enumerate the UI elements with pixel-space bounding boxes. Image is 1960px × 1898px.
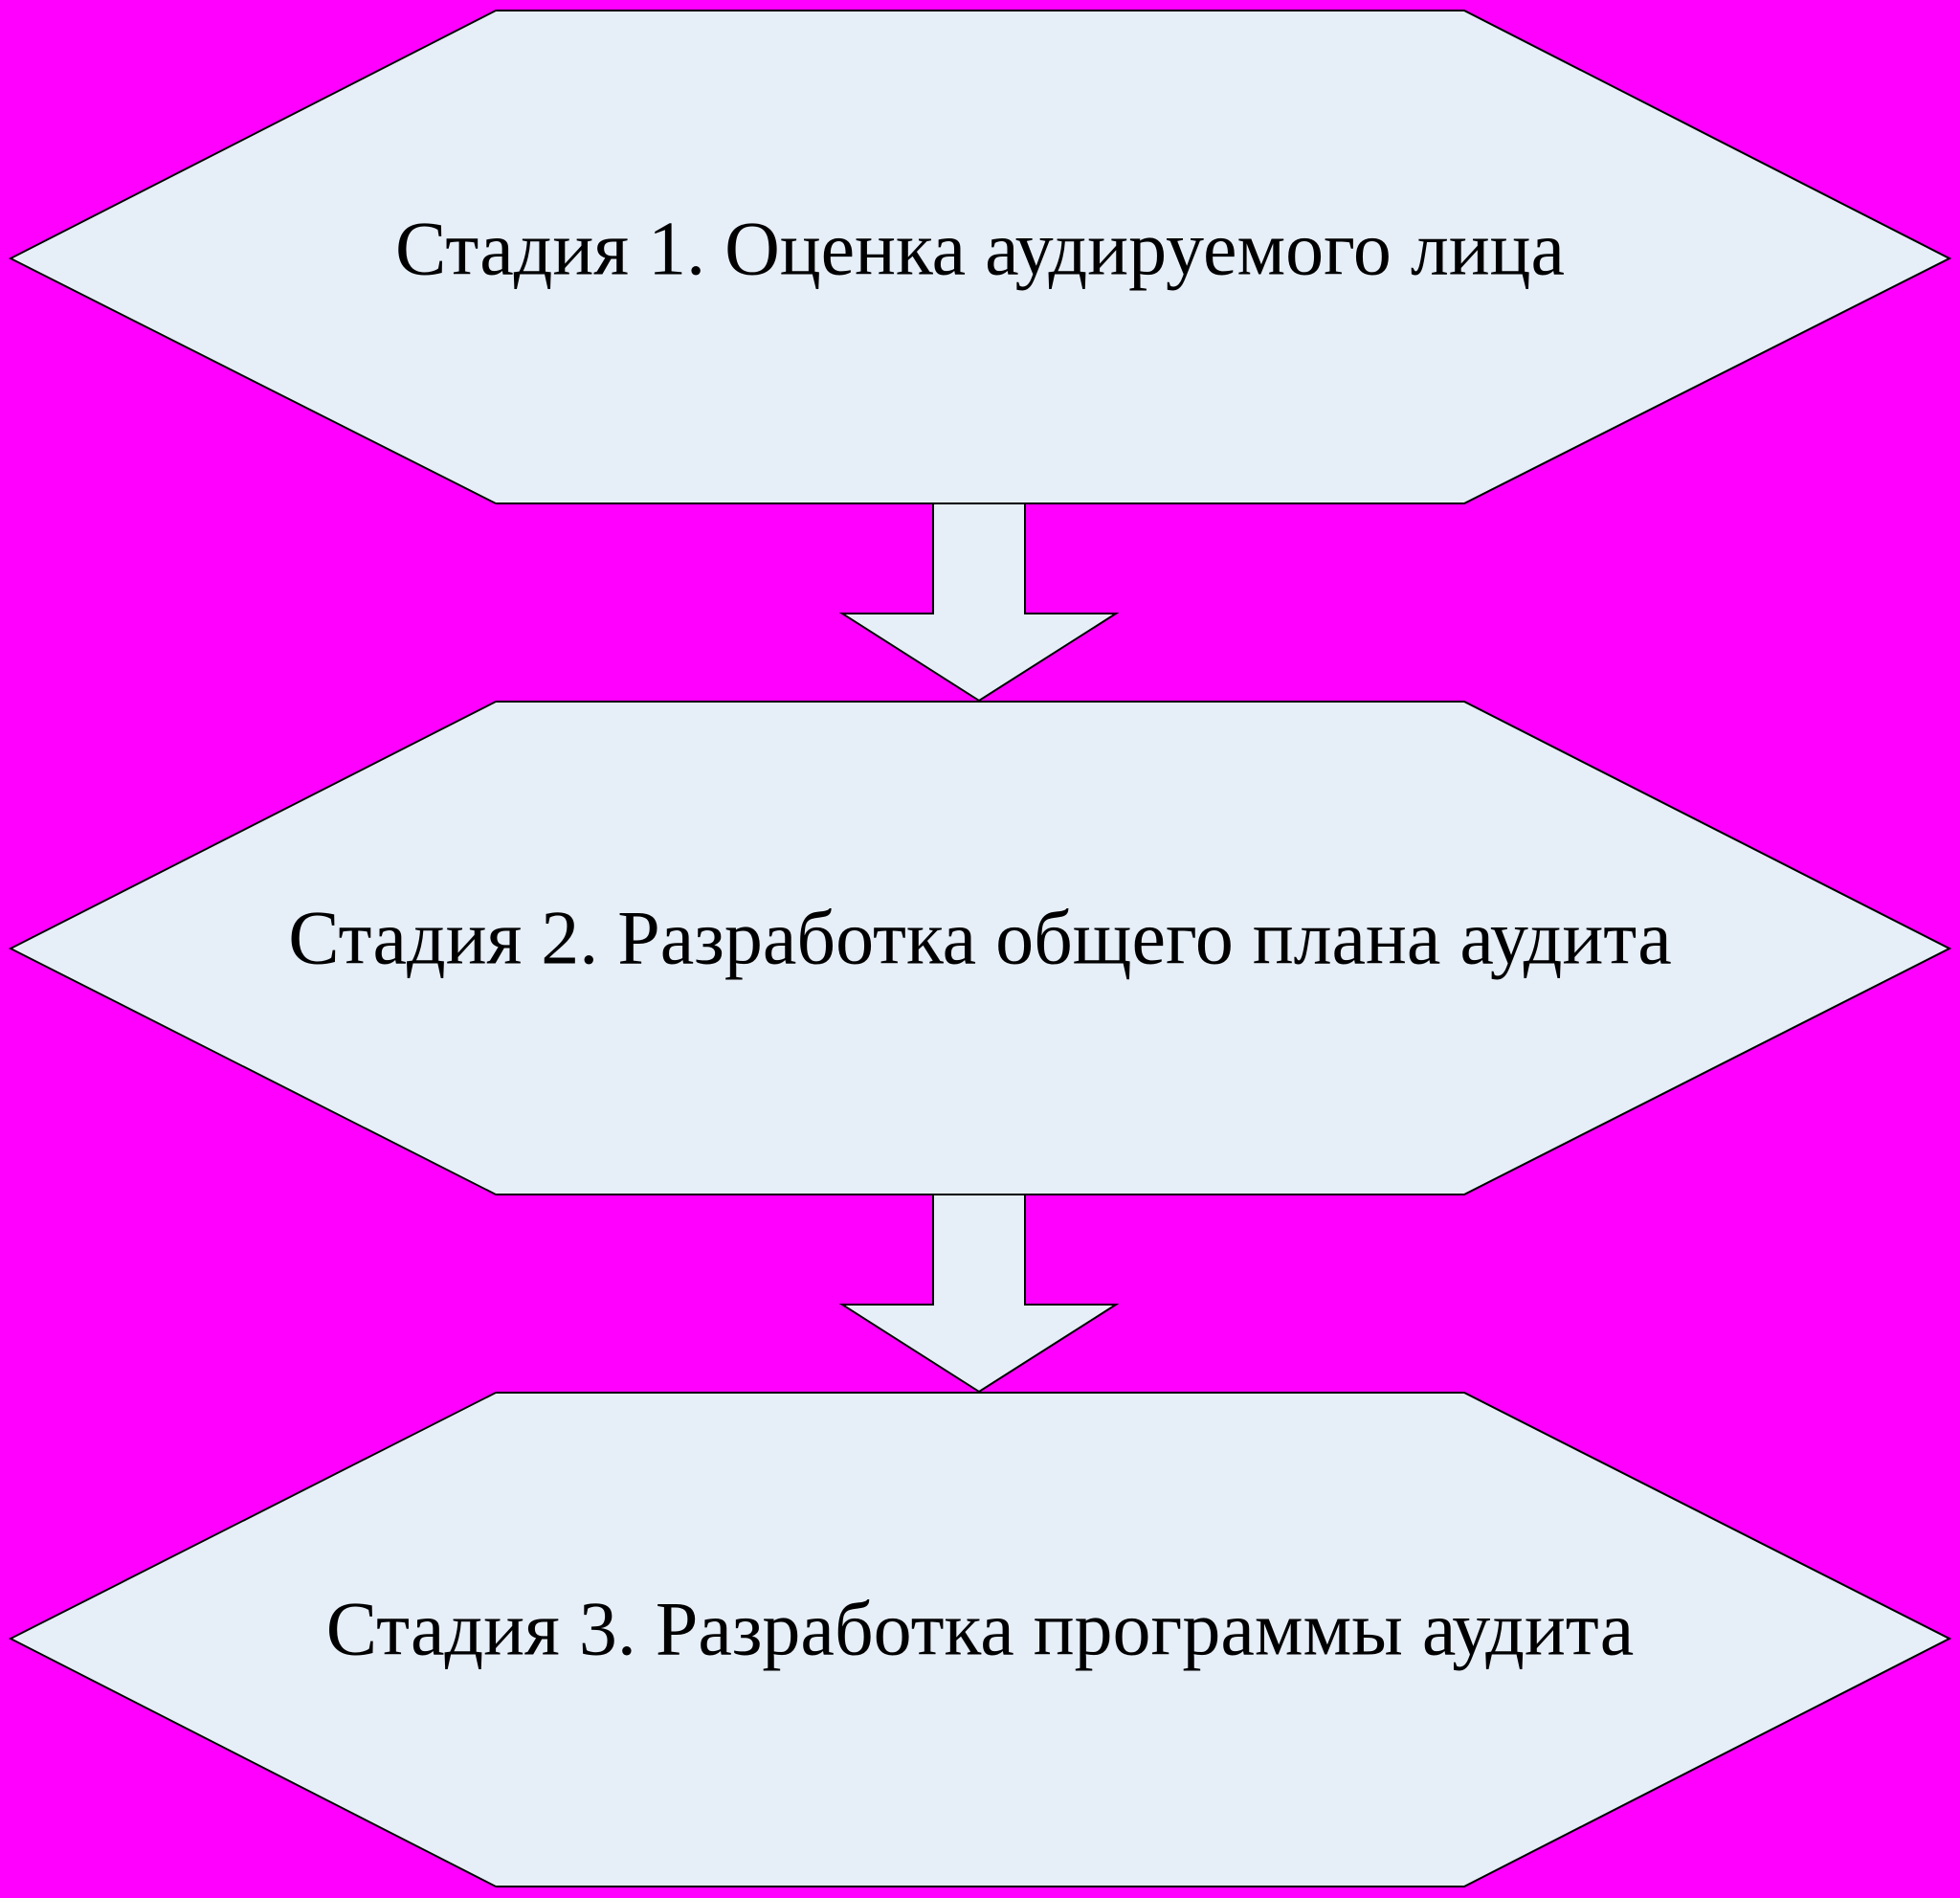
down-arrow-icon: [838, 1194, 1120, 1394]
stage-1: Стадия 1. Оценка аудируемого лица: [8, 10, 1952, 504]
stage-2: Стадия 2. Разработка общего плана аудита: [8, 701, 1952, 1195]
stage-3-label: Стадия 3. Разработка программы аудита: [326, 1587, 1634, 1671]
stage-3-hexagon: [8, 1392, 1952, 1887]
stage-2-hexagon: [8, 701, 1952, 1195]
stage-1-label: Стадия 1. Оценка аудируемого лица: [395, 207, 1565, 291]
stage-1-hexagon: [8, 10, 1952, 504]
stage-3: Стадия 3. Разработка программы аудита: [8, 1392, 1952, 1887]
down-arrow-icon: [838, 502, 1120, 703]
stage-2-label: Стадия 2. Разработка общего плана аудита: [288, 896, 1672, 980]
